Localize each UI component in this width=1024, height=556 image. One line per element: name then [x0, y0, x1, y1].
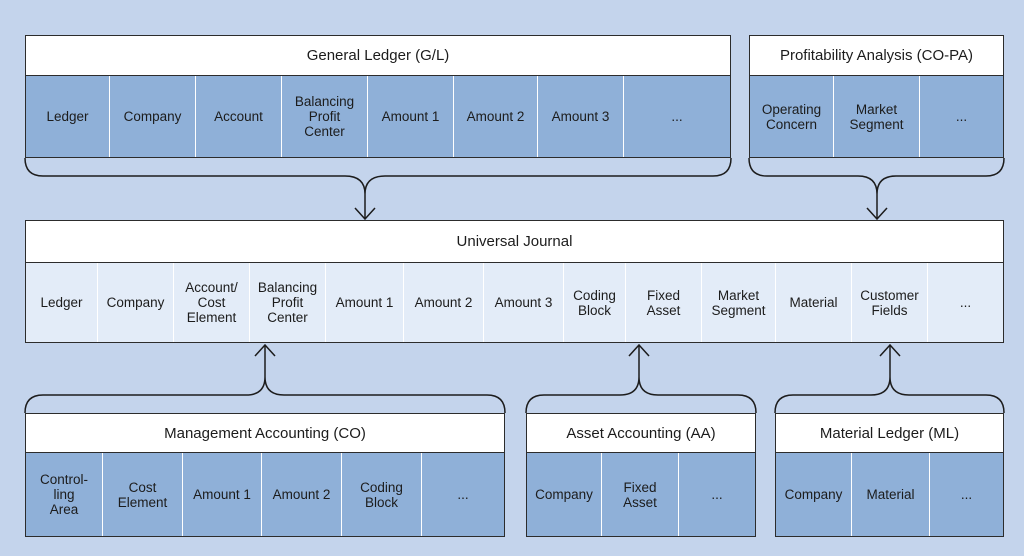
ml-field: Company — [776, 453, 852, 536]
uj-field: Customer Fields — [852, 263, 928, 342]
co-field-row: Control- ling Area Cost Element Amount 1… — [25, 453, 505, 537]
gl-title: General Ledger (G/L) — [25, 35, 731, 76]
gl-field: Amount 3 — [538, 76, 624, 157]
uj-field: Balancing Profit Center — [250, 263, 326, 342]
co-field: ... — [457, 487, 469, 502]
aa-field: ... — [711, 487, 723, 502]
gl-field: Company — [110, 76, 196, 157]
uj-title: Universal Journal — [25, 220, 1004, 263]
aa-to-journal-arrow — [525, 343, 757, 414]
uj-field: Coding Block — [564, 263, 626, 342]
ml-field: ... — [960, 487, 973, 502]
uj-field-row: Ledger Company Account/ Cost Element Bal… — [25, 263, 1004, 343]
ml-title: Material Ledger (ML) — [775, 413, 1004, 453]
uj-field: Amount 2 — [404, 263, 484, 342]
copa-field: Operating Concern — [750, 76, 834, 157]
gl-field: Amount 1 — [368, 76, 454, 157]
uj-field: Company — [98, 263, 174, 342]
uj-field: Ledger — [26, 263, 98, 342]
gl-field: Amount 2 — [454, 76, 538, 157]
ml-to-journal-arrow — [774, 343, 1005, 414]
co-to-journal-arrow — [24, 343, 506, 414]
gl-field: Balancing Profit Center — [282, 76, 368, 157]
uj-field: Material — [776, 263, 852, 342]
copa-field: Market Segment — [834, 76, 920, 157]
copa-field-row: Operating Concern Market Segment ... — [749, 76, 1004, 158]
co-field: Amount 1 — [183, 453, 262, 536]
co-field: Cost Element — [103, 453, 183, 536]
ml-field: Material — [852, 453, 930, 536]
copa-to-journal-arrow — [748, 157, 1005, 221]
copa-field: ... — [955, 109, 968, 124]
uj-field: Amount 1 — [326, 263, 404, 342]
uj-field: Account/ Cost Element — [174, 263, 250, 342]
uj-field: ... — [959, 295, 972, 310]
aa-title: Asset Accounting (AA) — [526, 413, 756, 453]
aa-field: Fixed Asset — [602, 453, 679, 536]
gl-field: Ledger — [26, 76, 110, 157]
copa-title: Profitability Analysis (CO-PA) — [749, 35, 1004, 76]
gl-to-journal-arrow — [24, 157, 732, 221]
co-field: Coding Block — [342, 453, 422, 536]
aa-field-row: Company Fixed Asset ... — [526, 453, 756, 537]
uj-field: Amount 3 — [484, 263, 564, 342]
co-field: Amount 2 — [262, 453, 342, 536]
gl-field-row: Ledger Company Account Balancing Profit … — [25, 76, 731, 158]
uj-field: Market Segment — [702, 263, 776, 342]
co-title: Management Accounting (CO) — [25, 413, 505, 453]
aa-field: Company — [527, 453, 602, 536]
uj-field: Fixed Asset — [626, 263, 702, 342]
gl-field: ... — [671, 109, 683, 124]
ml-field-row: Company Material ... — [775, 453, 1004, 537]
gl-field: Account — [196, 76, 282, 157]
co-field: Control- ling Area — [26, 453, 103, 536]
